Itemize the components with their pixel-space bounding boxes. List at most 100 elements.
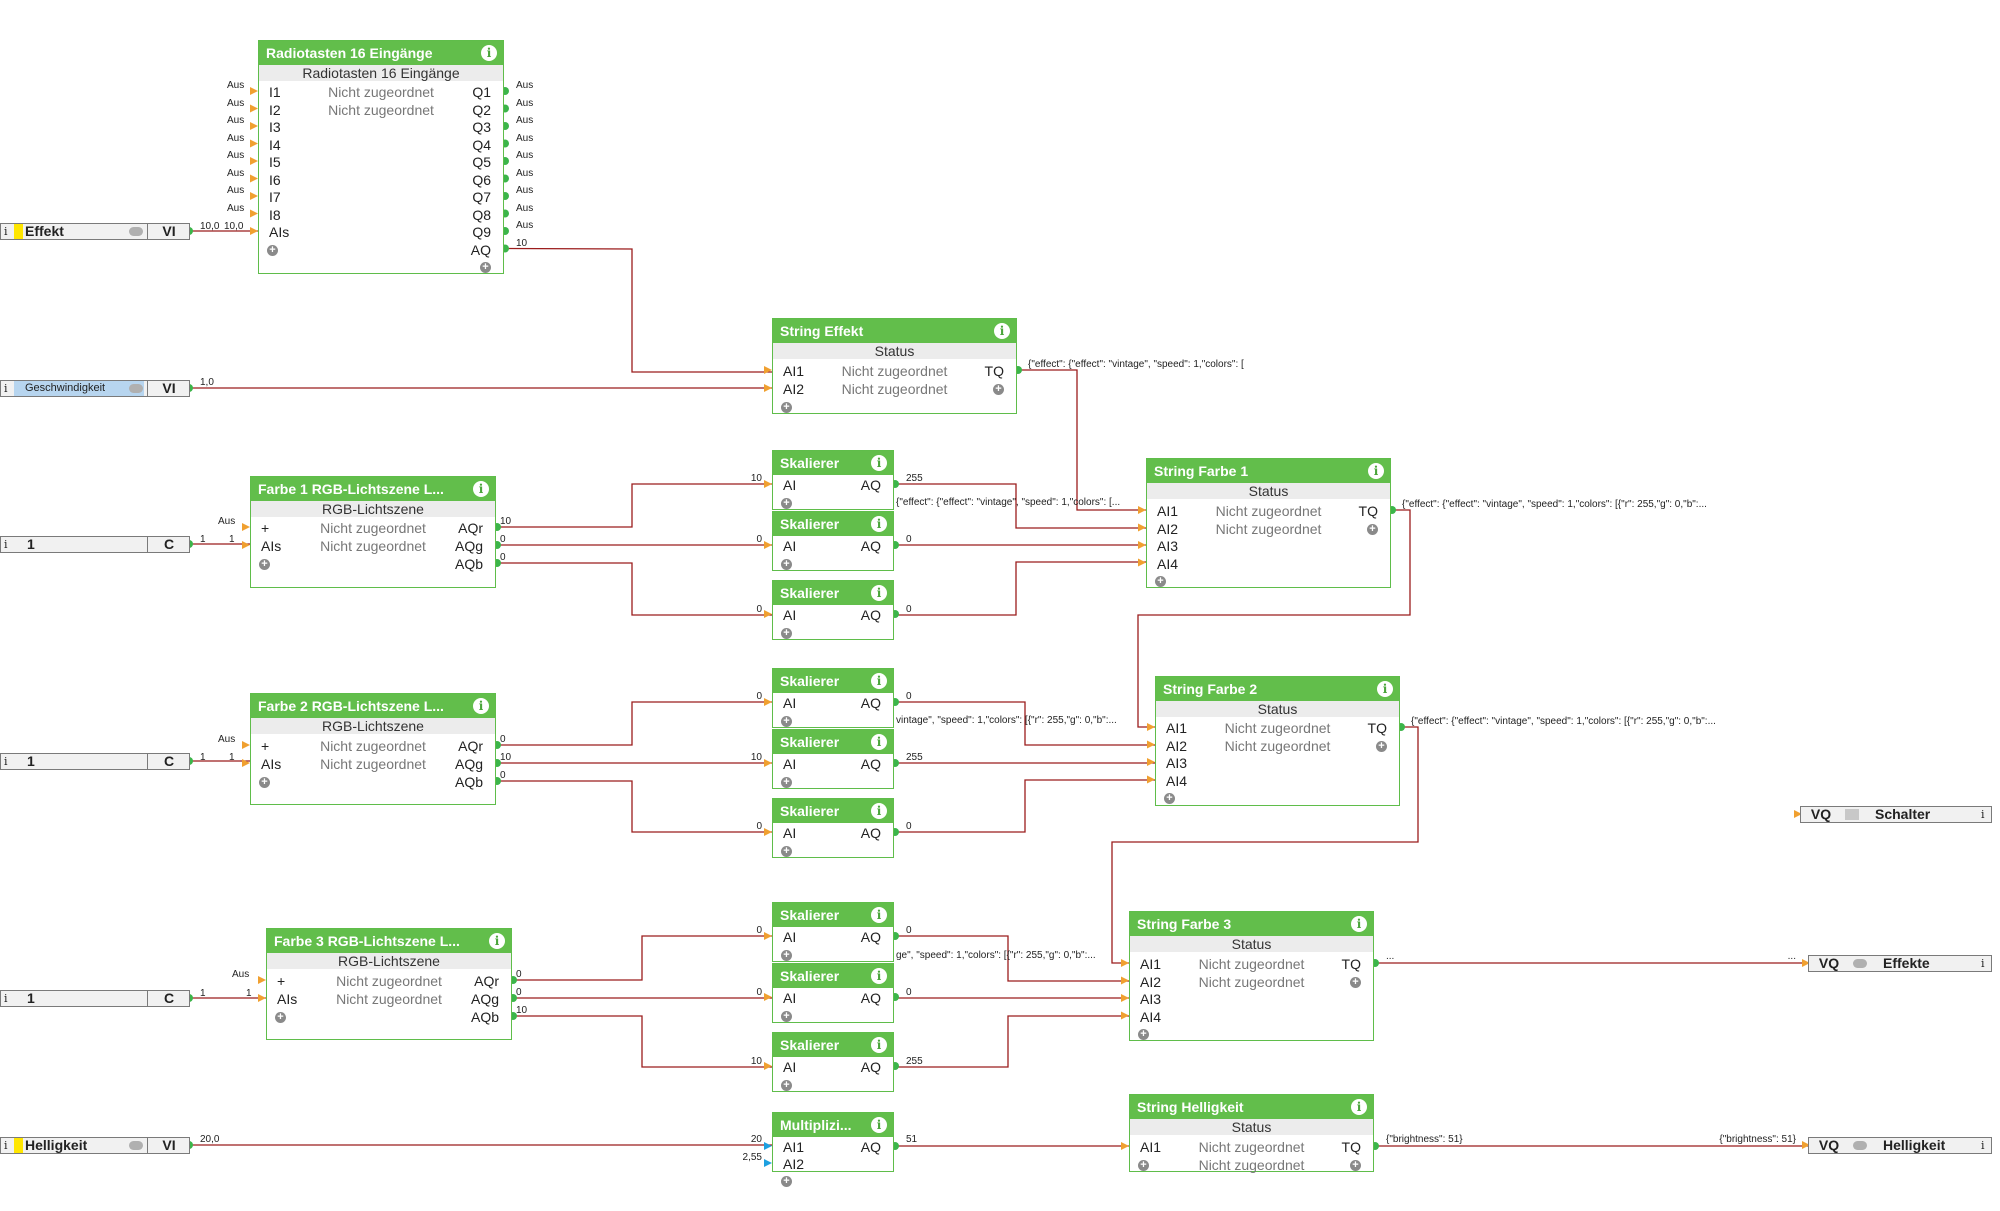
info-icon[interactable]: i <box>1981 957 1985 970</box>
more-icon[interactable] <box>129 384 143 393</box>
input-helligkeit[interactable]: i Helligkeit VI <box>0 1137 190 1154</box>
input-port[interactable] <box>242 759 250 767</box>
info-icon[interactable]: i <box>4 992 8 1005</box>
info-icon[interactable]: i <box>1377 681 1393 697</box>
input-geschwindigkeit[interactable]: i Geschwindigkeit VI <box>0 380 190 397</box>
add-input-icon[interactable]: + <box>781 402 792 413</box>
input-port[interactable] <box>250 104 258 113</box>
info-icon[interactable]: i <box>871 907 887 923</box>
info-icon[interactable]: i <box>994 323 1010 339</box>
info-icon[interactable]: i <box>871 673 887 689</box>
input-port[interactable] <box>1121 976 1129 985</box>
input-port[interactable] <box>764 480 772 488</box>
add-input-icon[interactable]: + <box>267 244 278 256</box>
wire[interactable] <box>894 1015 1129 1068</box>
input-port[interactable] <box>1147 740 1155 749</box>
input-port[interactable] <box>1138 541 1146 549</box>
input-port[interactable] <box>1121 994 1129 1002</box>
info-icon[interactable]: i <box>871 803 887 819</box>
add-output-icon[interactable]: + <box>1350 976 1361 988</box>
info-icon[interactable]: i <box>473 481 489 497</box>
info-icon[interactable]: i <box>871 1117 887 1133</box>
more-icon[interactable] <box>1853 959 1867 968</box>
input-port[interactable] <box>764 366 772 374</box>
info-icon[interactable]: i <box>473 698 489 714</box>
info-icon[interactable]: i <box>871 968 887 984</box>
add-input-icon[interactable]: + <box>781 559 792 570</box>
input-port[interactable] <box>764 1159 772 1167</box>
output-helligkeit[interactable]: VQ Helligkeit i <box>1808 1137 1992 1154</box>
output-schalter[interactable]: VQ Schalter i <box>1800 806 1992 823</box>
input-port[interactable] <box>242 741 250 749</box>
add-input-icon[interactable]: + <box>781 1176 792 1187</box>
add-output-icon[interactable]: + <box>1367 523 1378 535</box>
input-port[interactable] <box>1138 523 1146 532</box>
input-port[interactable] <box>242 541 250 549</box>
input-port[interactable] <box>764 698 772 706</box>
input-port[interactable] <box>250 209 258 218</box>
wire[interactable] <box>894 561 1146 616</box>
input-port[interactable] <box>764 610 772 618</box>
add-output-icon[interactable]: + <box>1376 740 1387 752</box>
input-port[interactable] <box>764 384 772 392</box>
input-port[interactable] <box>1147 758 1155 766</box>
info-icon[interactable]: i <box>1351 1099 1367 1115</box>
wire[interactable] <box>1137 509 1411 728</box>
add-output-icon[interactable]: + <box>993 384 1004 395</box>
input-port[interactable] <box>1121 1142 1129 1150</box>
input-port[interactable] <box>250 192 258 200</box>
input-port[interactable] <box>250 122 258 130</box>
add-output-icon[interactable]: + <box>480 262 491 273</box>
input-port[interactable] <box>1802 959 1810 967</box>
info-icon[interactable]: i <box>1981 808 1985 821</box>
add-input-icon[interactable]: + <box>1138 1029 1149 1040</box>
wire[interactable] <box>512 1015 772 1068</box>
wire[interactable] <box>512 935 772 981</box>
input-constant-3[interactable]: i 1 C <box>0 990 190 1007</box>
info-icon[interactable]: i <box>1981 1139 1985 1152</box>
add-input-icon[interactable]: + <box>781 1080 792 1091</box>
wire[interactable] <box>496 780 772 833</box>
input-port[interactable] <box>764 1062 772 1070</box>
add-input-icon[interactable]: + <box>781 950 792 961</box>
add-input-icon[interactable]: + <box>781 716 792 727</box>
output-effekte[interactable]: VQ Effekte i <box>1808 955 1992 972</box>
input-port[interactable] <box>764 1142 772 1150</box>
info-icon[interactable]: i <box>4 755 8 768</box>
add-input-icon[interactable]: + <box>1164 793 1175 804</box>
info-icon[interactable]: i <box>1368 463 1384 479</box>
input-port[interactable] <box>1802 1141 1810 1149</box>
input-port[interactable] <box>764 541 772 549</box>
wire[interactable] <box>894 935 1129 982</box>
info-icon[interactable]: i <box>4 382 8 395</box>
add-input-icon[interactable]: + <box>275 1012 286 1023</box>
input-port[interactable] <box>764 993 772 1001</box>
input-port[interactable] <box>250 87 258 95</box>
wire[interactable] <box>496 701 772 746</box>
wire[interactable] <box>496 483 772 528</box>
info-icon[interactable]: i <box>4 1139 8 1152</box>
info-icon[interactable]: i <box>481 45 497 61</box>
add-input-icon[interactable]: + <box>781 498 792 509</box>
wire[interactable] <box>894 779 1155 833</box>
info-icon[interactable]: i <box>871 516 887 532</box>
input-port[interactable] <box>764 759 772 767</box>
input-constant-1[interactable]: i 1 C <box>0 536 190 553</box>
input-port[interactable] <box>250 174 258 183</box>
